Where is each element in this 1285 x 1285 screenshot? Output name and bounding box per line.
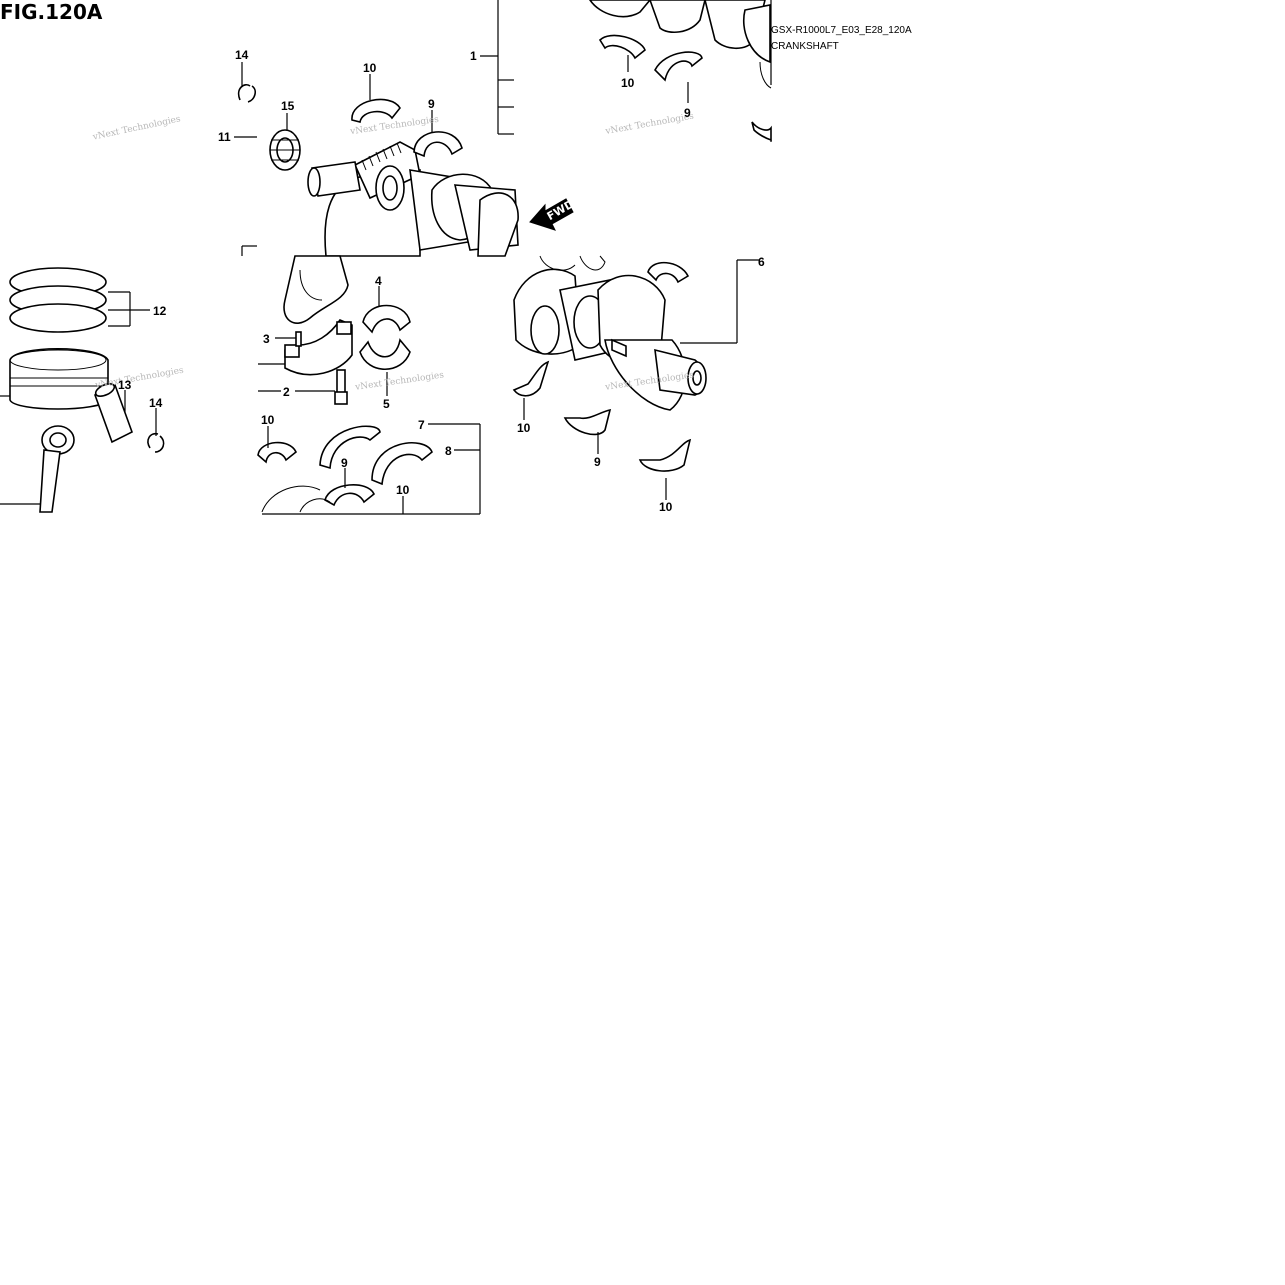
- crankshaft-upper-illustration: [307, 141, 519, 257]
- rod-bearing-lower: [359, 338, 411, 371]
- rod-cap: [284, 319, 353, 376]
- bearing-shell-partial: [751, 121, 772, 142]
- crankshaft-upper-right-illustration: [589, 0, 772, 89]
- callout-5: 5: [383, 397, 390, 411]
- callout-15: 15: [281, 99, 295, 113]
- callout-1: 1: [470, 49, 477, 63]
- callout-10: 10: [517, 421, 531, 435]
- callout-10: 10: [363, 61, 377, 75]
- callout-14: 14: [235, 48, 249, 62]
- callout-labels: 14 15 11 10 9 1 10 9 12 3 4 2 5 13 14 10…: [118, 48, 765, 514]
- rod-bolt: [334, 369, 348, 405]
- bracket-7-8: [428, 423, 481, 514]
- forward-direction-arrow: FWD: [529, 197, 576, 231]
- callout-10: 10: [396, 483, 410, 497]
- section-name: CRANKSHAFT: [771, 41, 839, 52]
- callout-10: 10: [261, 413, 275, 427]
- callout-13: 13: [118, 378, 132, 392]
- dowel-pin: [295, 331, 302, 347]
- callout-7: 7: [418, 418, 425, 432]
- leader-lines: [124, 55, 689, 514]
- bracket-6: [680, 259, 760, 344]
- model-code: GSX-R1000L7_E03_E28_120A: [771, 25, 912, 36]
- thrust-washer-8: [371, 442, 433, 486]
- callout-10: 10: [659, 500, 673, 514]
- circlip-lower: [147, 432, 165, 453]
- callout-4: 4: [375, 274, 382, 288]
- bracket-1-upper: [480, 0, 514, 135]
- callout-2: 2: [283, 385, 290, 399]
- bearing-shell-9c: [324, 484, 375, 507]
- bearing-shell-9a: [413, 131, 463, 158]
- bearing-shell-10e: [512, 360, 550, 397]
- bearing-shell-10b: [598, 34, 646, 60]
- callout-8: 8: [445, 444, 452, 458]
- rod-bearing-upper: [362, 304, 411, 334]
- bearing-shell-10c: [257, 441, 297, 464]
- callout-10: 10: [621, 76, 635, 90]
- thrust-washer-7: [319, 425, 381, 470]
- callout-14: 14: [149, 396, 163, 410]
- needle-bearing: [269, 129, 301, 171]
- crankshaft-lower-illustration: [513, 255, 707, 411]
- watermark-3: vNext Technologies: [604, 112, 695, 138]
- piston: [9, 348, 109, 410]
- bearing-shell-9b: [654, 51, 703, 82]
- callout-3: 3: [263, 332, 270, 346]
- watermark-5: vNext Technologies: [354, 370, 445, 393]
- watermark-1: vNext Technologies: [91, 114, 182, 143]
- bearing-shell-10a: [351, 98, 401, 123]
- callout-11: 11: [218, 130, 231, 144]
- figure-title: FIG.120A: [0, 0, 103, 24]
- callout-6: 6: [758, 255, 765, 269]
- callout-12: 12: [153, 304, 167, 318]
- crank-fragment-lower-left: [261, 485, 331, 513]
- connecting-rod-left: [39, 425, 75, 513]
- bearing-shell-9d: [563, 408, 612, 436]
- callout-9: 9: [594, 455, 601, 469]
- piston-rings: [9, 267, 107, 333]
- connecting-rod-center: [283, 255, 349, 324]
- piston-pin: [94, 383, 133, 444]
- callout-9: 9: [341, 456, 348, 470]
- bearing-shell-10f: [638, 438, 692, 472]
- callout-9: 9: [684, 106, 691, 120]
- bracket-12: [108, 291, 150, 327]
- callout-9: 9: [428, 97, 435, 111]
- circlip-upper: [237, 84, 257, 103]
- bearing-shell-top-right: [647, 261, 690, 284]
